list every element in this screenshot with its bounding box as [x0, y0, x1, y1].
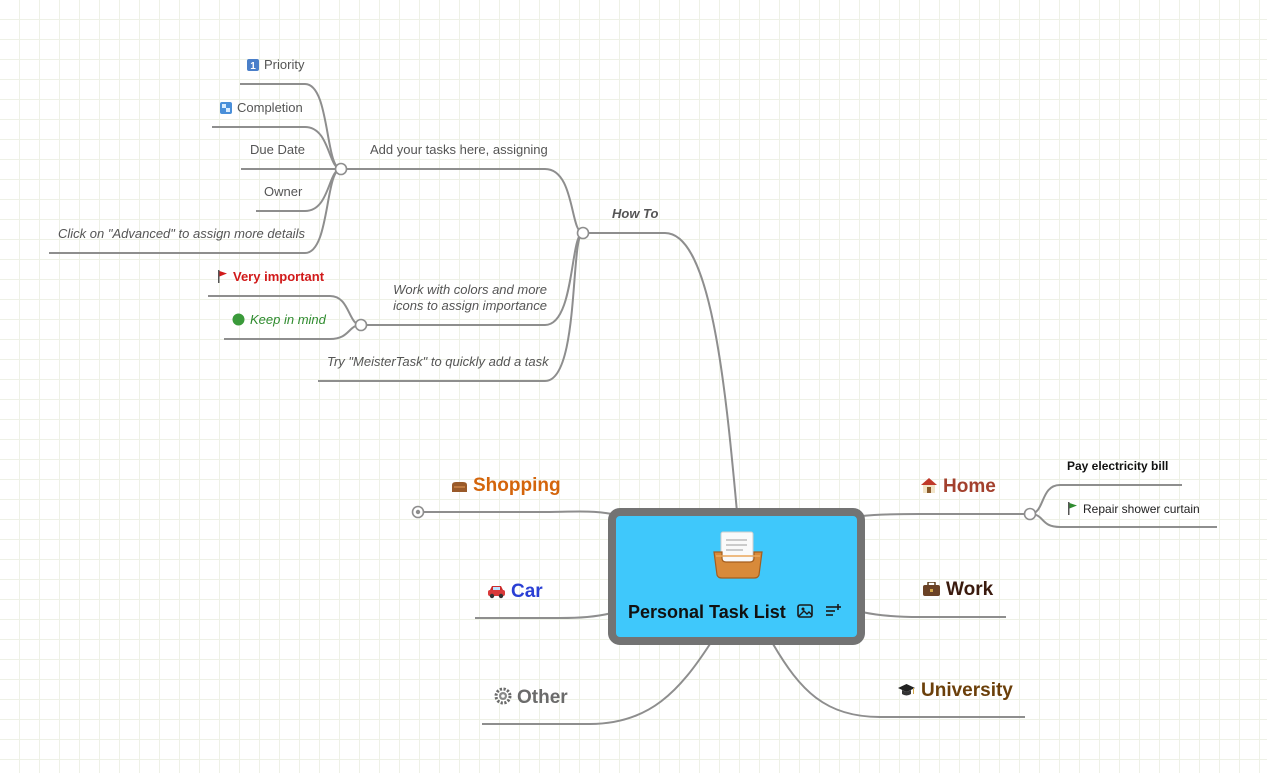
- shopping-branch[interactable]: Shopping: [451, 475, 561, 499]
- how-to-node[interactable]: How To: [612, 206, 659, 221]
- car-icon: [487, 583, 506, 605]
- completion-label: Completion: [237, 100, 303, 115]
- inbox-tray-icon: [711, 526, 765, 585]
- priority-node[interactable]: 1 Priority: [247, 57, 304, 75]
- very-important-label: Very important: [233, 269, 325, 284]
- work-label: Work: [946, 579, 994, 600]
- home-task-shower-label: Repair shower curtain: [1083, 502, 1200, 516]
- completion-icon: [220, 102, 232, 118]
- car-label: Car: [511, 581, 543, 602]
- work-branch[interactable]: Work: [922, 579, 993, 603]
- due-date-node[interactable]: Due Date: [250, 142, 305, 157]
- car-branch[interactable]: Car: [487, 581, 543, 605]
- keep-in-mind-node[interactable]: Keep in mind: [232, 312, 326, 330]
- priority-icon: 1: [247, 59, 259, 75]
- gear-icon: [494, 687, 512, 711]
- home-collapse-toggle[interactable]: [1023, 507, 1037, 521]
- how-to-collapse-toggle[interactable]: [576, 226, 590, 240]
- assign-tasks-node[interactable]: Add your tasks here, assigning: [370, 142, 548, 157]
- completion-node[interactable]: Completion: [220, 100, 303, 118]
- advanced-details-node[interactable]: Click on "Advanced" to assign more detai…: [58, 226, 305, 241]
- colors-collapse-toggle[interactable]: [354, 318, 368, 332]
- root-node[interactable]: Personal Task List: [608, 508, 865, 645]
- very-important-node[interactable]: Very important: [217, 269, 324, 287]
- other-branch[interactable]: Other: [494, 687, 568, 711]
- briefcase-icon: [922, 581, 941, 603]
- green-flag-icon: [1067, 502, 1078, 519]
- colors-icons-line-1: Work with colors and more: [393, 282, 547, 297]
- home-branch[interactable]: Home: [920, 476, 996, 500]
- house-icon: [920, 477, 938, 500]
- green-circle-icon: [232, 313, 245, 330]
- home-task-electricity[interactable]: Pay electricity bill: [1067, 459, 1169, 473]
- university-branch[interactable]: University: [897, 680, 1013, 704]
- shopping-label: Shopping: [473, 475, 561, 496]
- keep-in-mind-label: Keep in mind: [250, 312, 326, 327]
- colors-icons-line-2: icons to assign importance: [393, 298, 547, 313]
- priority-label: Priority: [264, 57, 305, 72]
- university-label: University: [921, 680, 1013, 701]
- home-task-shower[interactable]: Repair shower curtain: [1067, 501, 1200, 519]
- add-notes-icon[interactable]: [824, 602, 842, 620]
- shopping-bag-icon: [451, 477, 468, 499]
- meistertask-node[interactable]: Try "MeisterTask" to quickly add a task: [327, 354, 549, 369]
- assign-collapse-toggle[interactable]: [334, 162, 348, 176]
- add-image-icon[interactable]: [796, 602, 814, 620]
- svg-text:1: 1: [250, 61, 256, 71]
- red-flag-icon: [217, 270, 228, 287]
- graduation-cap-icon: [897, 682, 916, 704]
- other-label: Other: [517, 687, 568, 708]
- home-label: Home: [943, 476, 996, 497]
- owner-node[interactable]: Owner: [264, 184, 303, 199]
- root-title: Personal Task List: [628, 602, 786, 622]
- colors-icons-node[interactable]: Work with colors and more icons to assig…: [370, 282, 547, 314]
